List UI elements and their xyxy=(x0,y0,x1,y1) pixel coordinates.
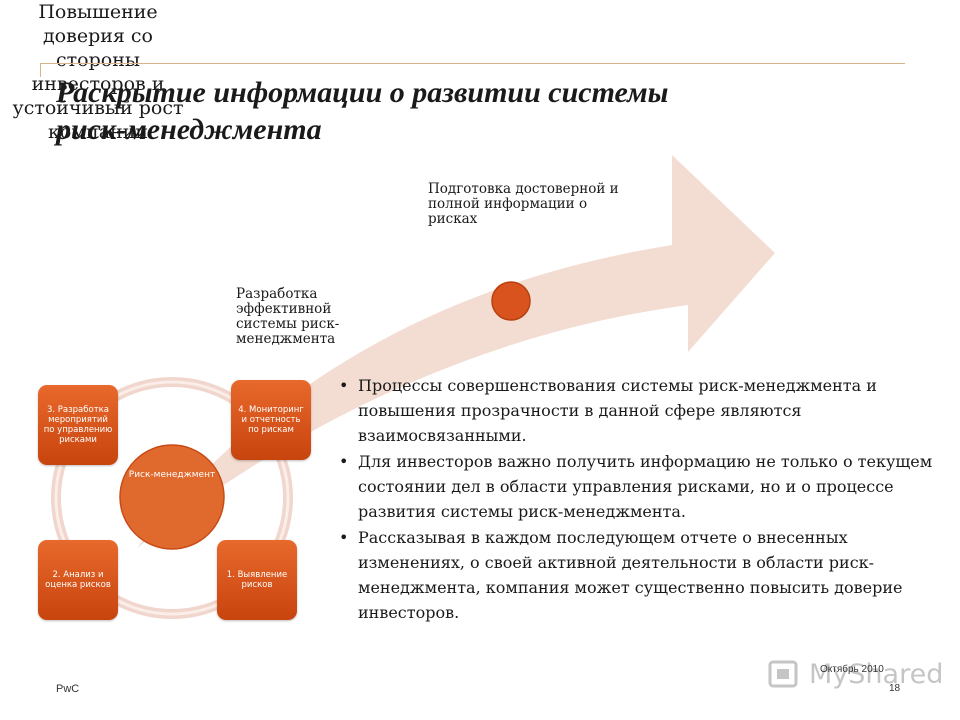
cycle-step-2: 2. Анализ и оценка рисков xyxy=(38,540,118,620)
cycle-step-3: 3. Разработка мероприятий по управлению … xyxy=(38,385,118,465)
watermark-text: MyShared xyxy=(809,659,944,690)
arrow-label-outcome: Повышение доверия со стороны инвесторов … xyxy=(12,1,184,143)
slide-title-line2: риск-менеджмента xyxy=(56,113,322,146)
slide-title: Раскрытие информации о развитии системы … xyxy=(56,74,916,148)
page-number: 18 xyxy=(889,683,901,694)
watermark-icon xyxy=(768,660,798,688)
arrow-label-development: Разработка эффективной системы риск-мене… xyxy=(236,286,340,347)
milestone-dot xyxy=(491,281,531,321)
slide-title-line1: Раскрытие информации о развитии системы xyxy=(56,76,669,109)
bullet-item: Рассказывая в каждом последующем отчете … xyxy=(338,525,938,625)
title-rule-tick xyxy=(40,63,41,77)
bullet-item: Процессы совершенствования системы риск-… xyxy=(338,373,938,448)
cycle-step-4: 4. Мониторинг и отчетность по рискам xyxy=(231,380,311,460)
cycle-center-label: Риск-менеджмент xyxy=(128,470,216,480)
bullet-item: Для инвесторов важно получить информацию… xyxy=(338,449,938,524)
title-rule xyxy=(40,63,905,64)
cycle-ring-inner xyxy=(54,380,290,616)
footer-brand: PwC xyxy=(56,683,80,695)
footer-date: Октябрь 2010 xyxy=(820,664,884,675)
cycle-step-1: 1. Выявление рисков xyxy=(217,540,297,620)
arrow-label-preparation: Подготовка достоверной и полной информац… xyxy=(428,181,619,227)
growth-arrow xyxy=(137,155,775,548)
center-circle xyxy=(119,444,225,550)
bullet-list: Процессы совершенствования системы риск-… xyxy=(338,373,938,626)
